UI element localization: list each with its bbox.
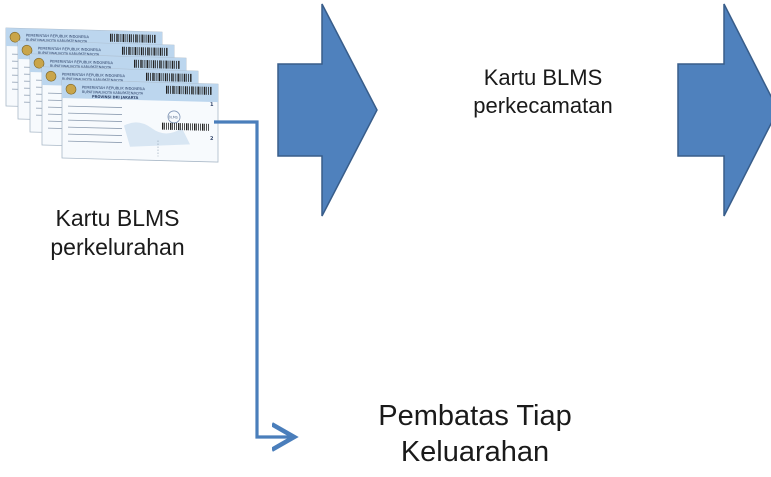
label-pembatas-line2: Keluarahan bbox=[400, 436, 550, 469]
label-kecamatan-line1: Kartu BLMS bbox=[483, 65, 603, 90]
label-kelurahan-line1: Kartu BLMS bbox=[55, 205, 180, 231]
flow-arrow-2-icon bbox=[677, 3, 771, 217]
label-pembatas-kelurahan: Pembatas Tiap Keluarahan bbox=[330, 398, 620, 471]
card-part-2: 2 bbox=[210, 136, 214, 142]
pembatas-connector-icon bbox=[214, 120, 291, 437]
label-kartu-perkecamatan: Kartu BLMS perkecamatan bbox=[418, 64, 668, 119]
svg-text:BLMS: BLMS bbox=[169, 115, 178, 119]
label-kecamatan-line2: perkecamatan bbox=[473, 92, 613, 118]
label-pembatas-line1: Pembatas Tiap bbox=[378, 400, 572, 432]
label-kelurahan-line2: perkelurahan bbox=[50, 233, 185, 260]
svg-text:BUPATI/WALIKOTA KABUPATEN/KOTA: BUPATI/WALIKOTA KABUPATEN/KOTA bbox=[62, 77, 124, 83]
card-part-1: 1 bbox=[210, 102, 214, 108]
svg-text:PEMERINTAH REPUBLIK INDONESIA: PEMERINTAH REPUBLIK INDONESIA bbox=[50, 60, 113, 66]
svg-text:PEMERINTAH REPUBLIK INDONESIA: PEMERINTAH REPUBLIK INDONESIA bbox=[38, 47, 101, 53]
svg-text:PEMERINTAH REPUBLIK INDONESIA: PEMERINTAH REPUBLIK INDONESIA bbox=[62, 73, 125, 79]
svg-text:BUPATI/WALIKOTA KABUPATEN/KOTA: BUPATI/WALIKOTA KABUPATEN/KOTA bbox=[38, 51, 100, 57]
svg-text:PEMERINTAH REPUBLIK INDONESIA: PEMERINTAH REPUBLIK INDONESIA bbox=[26, 34, 89, 40]
svg-text:PROVINSI DKI JAKARTA: PROVINSI DKI JAKARTA bbox=[92, 95, 138, 100]
svg-text:BUPATI/WALIKOTA KABUPATEN/KOTA: BUPATI/WALIKOTA KABUPATEN/KOTA bbox=[26, 38, 88, 44]
blms-card-5: PEMERINTAH REPUBLIK INDONESIABUPATI/WALI… bbox=[61, 79, 219, 163]
svg-text:BUPATI/WALIKOTA KABUPATEN/KOTA: BUPATI/WALIKOTA KABUPATEN/KOTA bbox=[82, 90, 144, 96]
label-kartu-perkelurahan: Kartu BLMS perkelurahan bbox=[10, 204, 225, 262]
blms-card-stack: PEMERINTAH REPUBLIK INDONESIABUPATI/WALI… bbox=[5, 27, 219, 163]
svg-text:BUPATI/WALIKOTA KABUPATEN/KOTA: BUPATI/WALIKOTA KABUPATEN/KOTA bbox=[50, 64, 112, 70]
flow-arrow-1-icon bbox=[277, 3, 378, 217]
svg-text:PEMERINTAH REPUBLIK INDONESIA: PEMERINTAH REPUBLIK INDONESIA bbox=[82, 86, 145, 92]
